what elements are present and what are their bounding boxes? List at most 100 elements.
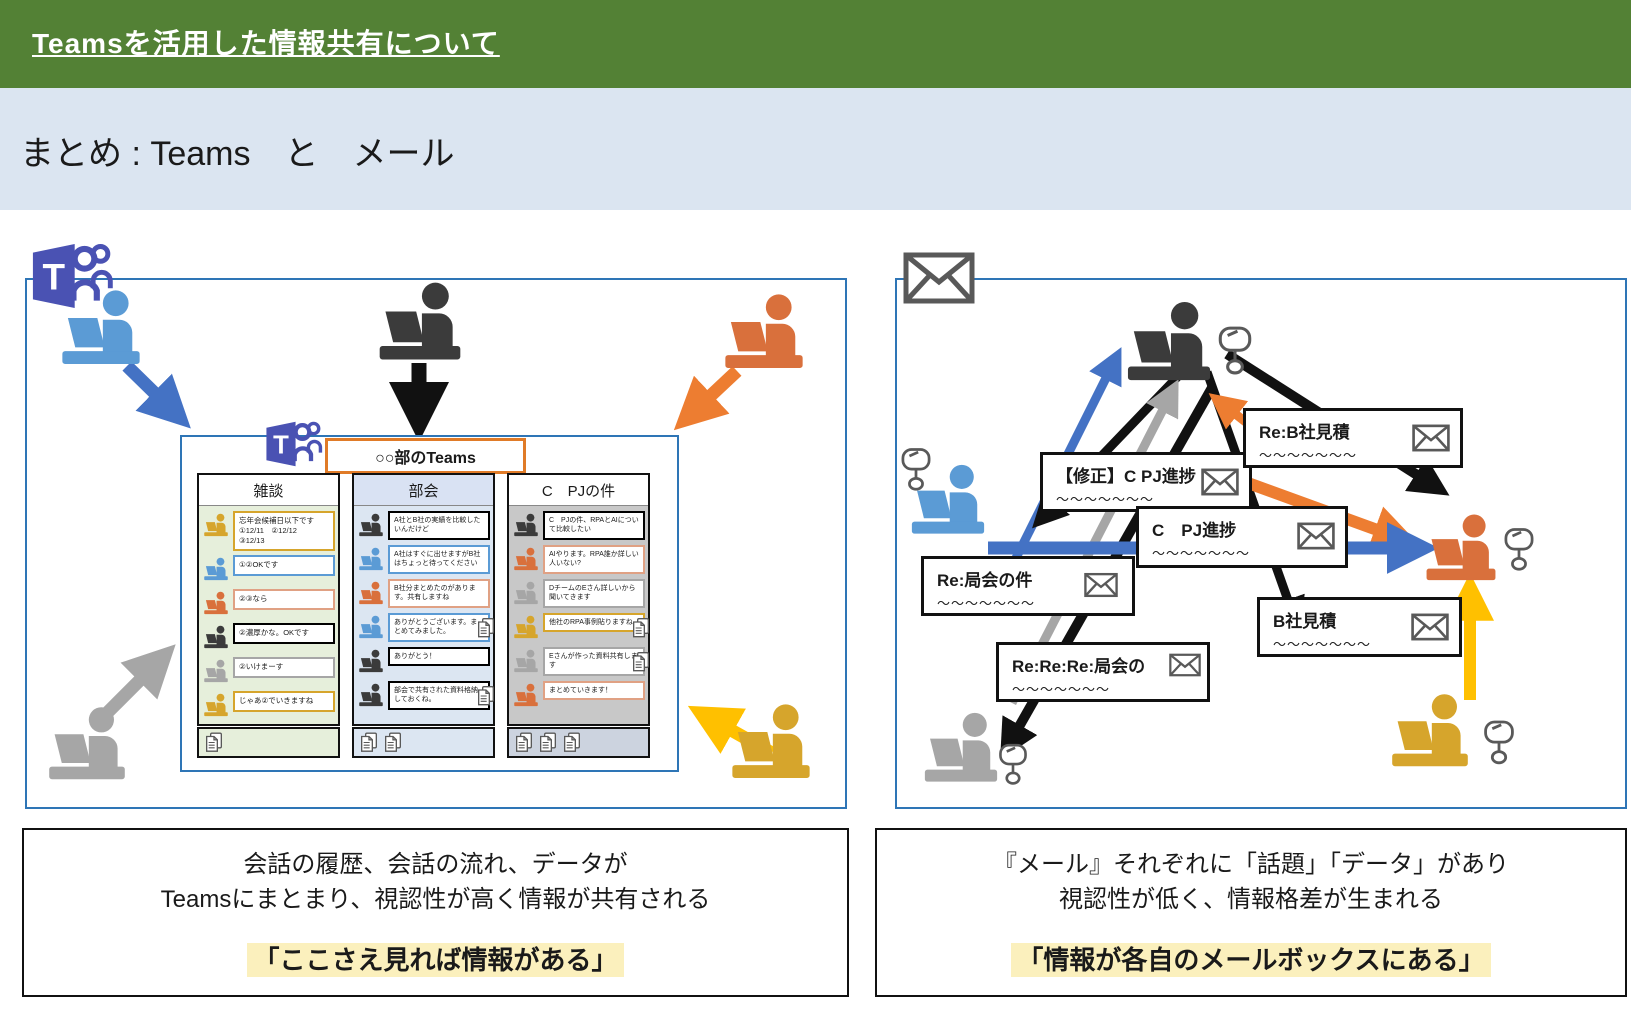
channel-files-zatsudan [197, 727, 340, 758]
chat-bubble: ②③なら [233, 589, 335, 610]
teams-channel-cpj: C PJの件 C PJの件、RPAとAIについて比較したい AIやります。RPA… [507, 473, 650, 726]
person-laptop-icon [357, 513, 385, 538]
mailbox-icon [995, 740, 1031, 786]
person-laptop-icon [512, 683, 540, 708]
chat-bubble: じゃあ②でいきますね [233, 691, 335, 712]
person-laptop-icon [55, 288, 147, 370]
person-laptop-icon [512, 615, 540, 640]
email-body-placeholder: ～～～～～～～ [1012, 682, 1111, 697]
slide-header: Teamsを活用した情報共有について [0, 0, 1631, 88]
chat-message: ②いけまーす [202, 657, 335, 687]
chat-message: まとめていきます！ [512, 681, 645, 711]
chat-bubble: A社はすぐに出せますがB社はちょっと待ってください [388, 545, 490, 574]
page-title: Teamsを活用した情報共有について [32, 28, 500, 59]
email-card: B社見積 ～～～～～～～ [1257, 597, 1462, 657]
chat-bubble: DチームのEさん詳しいから聞いてきます [543, 579, 645, 608]
envelope-icon [1169, 653, 1201, 677]
teams-channel-zatsudan: 雑談 忘年会候補日以下です ①12/11 ②12/12 ③12/13 ①②OKで… [197, 473, 340, 726]
chat-message: ありがとう！ [357, 647, 490, 677]
summary-highlight: 「情報が各自のメールボックスにある」 [1011, 940, 1491, 977]
channel-files-bukai [352, 727, 495, 758]
chat-bubble: ②いけまーす [233, 657, 335, 678]
email-card: Re:B社見積 ～～～～～～～ [1243, 408, 1463, 468]
channel-messages: 忘年会候補日以下です ①12/11 ②12/12 ③12/13 ①②OKです ②… [199, 506, 338, 725]
person-laptop-icon [202, 591, 230, 616]
chat-bubble: C PJの件、RPAとAIについて比較したい [543, 511, 645, 540]
chat-bubble: ②濃厚かな。OKです [233, 623, 335, 644]
email-card: 【修正】C PJ進捗 ～～～～～～～ [1040, 452, 1252, 512]
channel-messages: C PJの件、RPAとAIについて比較したい AIやります。RPA誰か詳しい人い… [509, 506, 648, 724]
teams-channel-bukai: 部会 A社とB社の実績を比較したいんだけど A社はすぐに出せますがB社はちょっと… [352, 473, 495, 726]
document-icon [359, 730, 379, 755]
mail-summary-box: 『メール』それぞれに「話題」「データ」があり 視認性が低く、情報格差が生まれる … [875, 828, 1627, 997]
email-card: C PJ進捗 ～～～～～～～ [1136, 506, 1348, 568]
summary-line: Teamsにまとまり、視認性が高く情報が共有される [160, 886, 711, 913]
chat-bubble: AIやります。RPA誰か詳しい人いない? [543, 545, 645, 574]
chat-message: A社とB社の実績を比較したいんだけど [357, 511, 490, 541]
person-laptop-icon [202, 693, 230, 718]
person-laptop-icon [512, 513, 540, 538]
chat-bubble: ありがとうございます。まとめてみました。 [388, 613, 490, 642]
person-laptop-icon [1120, 300, 1218, 386]
chat-message: じゃあ②でいきますね [202, 691, 335, 721]
person-laptop-icon [718, 292, 810, 374]
person-laptop-icon [357, 683, 385, 708]
person-laptop-icon [1385, 692, 1475, 772]
email-card: Re:局会の件 ～～～～～～～ [921, 556, 1135, 616]
chat-message: ①②OKです [202, 555, 335, 585]
document-icon [476, 616, 496, 640]
envelope-icon [1411, 613, 1449, 641]
chat-message: ②濃厚かな。OKです [202, 623, 335, 653]
chat-message: AIやります。RPA誰か詳しい人いない? [512, 545, 645, 575]
chat-message: ②③なら [202, 589, 335, 619]
chat-message: 部会で共有された資料格納しておくね。 [357, 681, 490, 711]
channel-messages: A社とB社の実績を比較したいんだけど A社はすぐに出せますがB社はちょっと待って… [354, 506, 493, 724]
chat-message: B社分まとめたのがあります。共有しますね [357, 579, 490, 609]
channel-title: 雑談 [199, 475, 338, 506]
channel-title: C PJの件 [509, 475, 648, 506]
person-laptop-icon [725, 702, 817, 784]
mailbox-icon [1480, 716, 1518, 766]
chat-bubble: まとめていきます！ [543, 681, 645, 701]
summary-line: 視認性が低く、情報格差が生まれる [1059, 886, 1443, 913]
chat-bubble: 忘年会候補日以下です ①12/11 ②12/12 ③12/13 [233, 511, 335, 552]
person-laptop-icon [905, 462, 991, 540]
chat-bubble: ありがとう！ [388, 647, 490, 667]
mailbox-icon [1214, 322, 1256, 376]
envelope-icon [1297, 522, 1335, 550]
person-laptop-icon [918, 710, 1004, 788]
teams-summary-box: 会話の履歴、会話の流れ、データが Teamsにまとまり、視認性が高く情報が共有さ… [22, 828, 849, 997]
email-body-placeholder: ～～～～～～～ [1273, 637, 1372, 652]
person-laptop-icon [512, 581, 540, 606]
teams-board-label: ○○部のTeams [325, 438, 526, 474]
chat-message: C PJの件、RPAとAIについて比較したい [512, 511, 645, 541]
person-laptop-icon [357, 649, 385, 674]
person-laptop-icon [357, 581, 385, 606]
document-icon [631, 616, 651, 640]
chat-message: 他社のRPA事例貼りますね [512, 613, 645, 643]
envelope-icon [1084, 572, 1118, 598]
chat-message: Eさんが作った資料共有します [512, 647, 645, 677]
chat-bubble: B社分まとめたのがあります。共有しますね [388, 579, 490, 608]
chat-bubble: 部会で共有された資料格納しておくね。 [388, 681, 490, 710]
person-laptop-icon [202, 557, 230, 582]
channel-files-cpj [507, 727, 650, 758]
document-icon [562, 730, 582, 755]
teams-logo-small [263, 416, 323, 472]
chat-message: DチームのEさん詳しいから聞いてきます [512, 579, 645, 609]
envelope-icon [1201, 468, 1239, 496]
mailbox-icon [1500, 524, 1538, 572]
person-laptop-icon [512, 649, 540, 674]
chat-message: 忘年会候補日以下です ①12/11 ②12/12 ③12/13 [202, 511, 335, 552]
document-icon [514, 730, 534, 755]
person-laptop-icon [357, 615, 385, 640]
subtitle-band: まとめ : Teams と メール [0, 88, 1631, 210]
chat-message: ありがとうございます。まとめてみました。 [357, 613, 490, 643]
chat-message: A社はすぐに出せますがB社はちょっと待ってください [357, 545, 490, 575]
person-laptop-icon [202, 625, 230, 650]
chat-bubble: Eさんが作った資料共有します [543, 647, 645, 676]
envelope-icon [1412, 424, 1450, 452]
chat-bubble: A社とB社の実績を比較したいんだけど [388, 511, 490, 540]
summary-line: 会話の履歴、会話の流れ、データが [243, 851, 628, 879]
document-icon [204, 730, 224, 755]
